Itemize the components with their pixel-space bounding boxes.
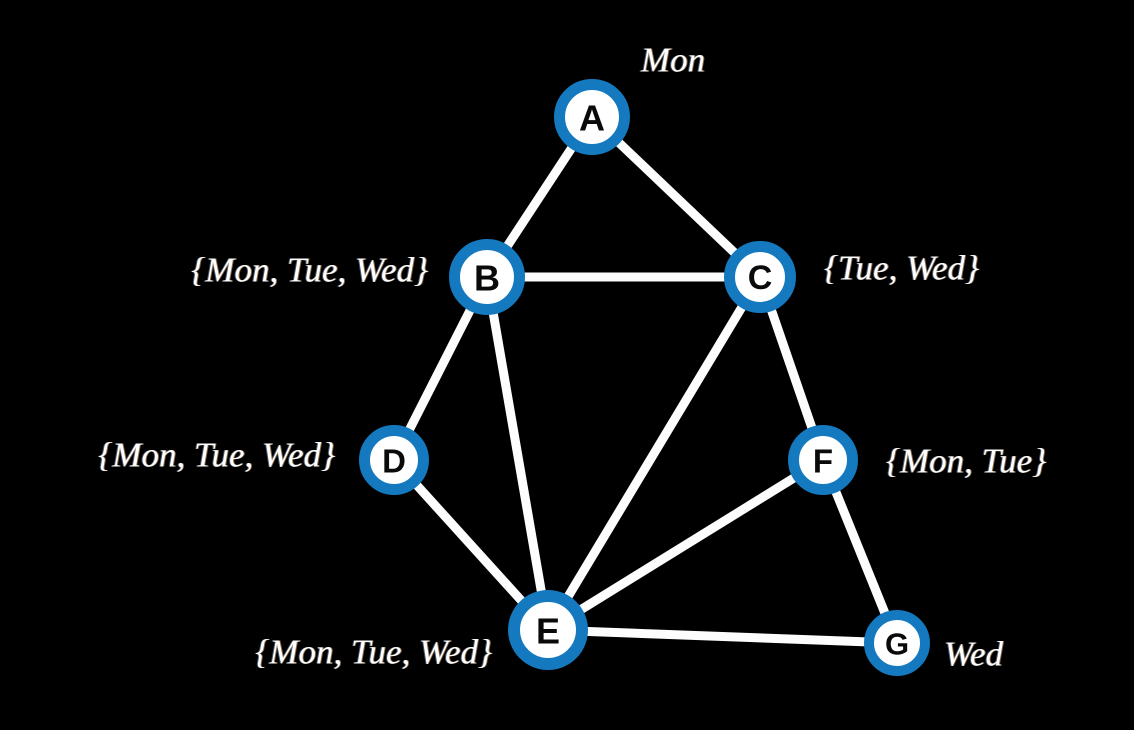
domain-label-e: {Mon, Tue, Wed} bbox=[255, 632, 492, 672]
node-d[interactable]: D bbox=[359, 425, 429, 495]
node-circle-c bbox=[724, 241, 796, 313]
node-g[interactable]: G bbox=[864, 610, 930, 676]
domain-label-c: {Tue, Wed} bbox=[824, 248, 980, 288]
node-b[interactable]: B bbox=[449, 239, 525, 315]
node-circle-a bbox=[554, 79, 630, 155]
node-circle-b bbox=[449, 239, 525, 315]
node-circle-g bbox=[864, 610, 930, 676]
node-letter-e: E bbox=[536, 611, 560, 652]
edge-a-c bbox=[587, 112, 765, 282]
domain-label-a: Mon bbox=[640, 40, 706, 80]
nodes-group: A B C D E F G bbox=[359, 79, 930, 676]
node-circle-f bbox=[788, 425, 858, 495]
edges-group bbox=[389, 112, 902, 648]
node-letter-f: F bbox=[813, 443, 833, 480]
domain-label-d: {Mon, Tue, Wed} bbox=[98, 435, 335, 475]
node-letter-d: D bbox=[382, 443, 406, 480]
node-letter-a: A bbox=[579, 98, 605, 139]
node-letter-b: B bbox=[474, 258, 500, 299]
node-letter-c: C bbox=[748, 259, 773, 297]
node-e[interactable]: E bbox=[508, 590, 588, 670]
edge-c-e bbox=[543, 272, 765, 635]
edge-b-e bbox=[482, 272, 553, 635]
node-c[interactable]: C bbox=[724, 241, 796, 313]
node-f[interactable]: F bbox=[788, 425, 858, 495]
domain-label-g: Wed bbox=[944, 634, 1003, 674]
node-a[interactable]: A bbox=[554, 79, 630, 155]
edge-e-f bbox=[543, 455, 828, 635]
domain-label-f: {Mon, Tue} bbox=[886, 441, 1047, 481]
node-letter-g: G bbox=[885, 627, 909, 662]
node-circle-d bbox=[359, 425, 429, 495]
domain-label-b: {Mon, Tue, Wed} bbox=[191, 250, 428, 290]
edge-e-g bbox=[543, 625, 902, 648]
node-circle-e bbox=[508, 590, 588, 670]
